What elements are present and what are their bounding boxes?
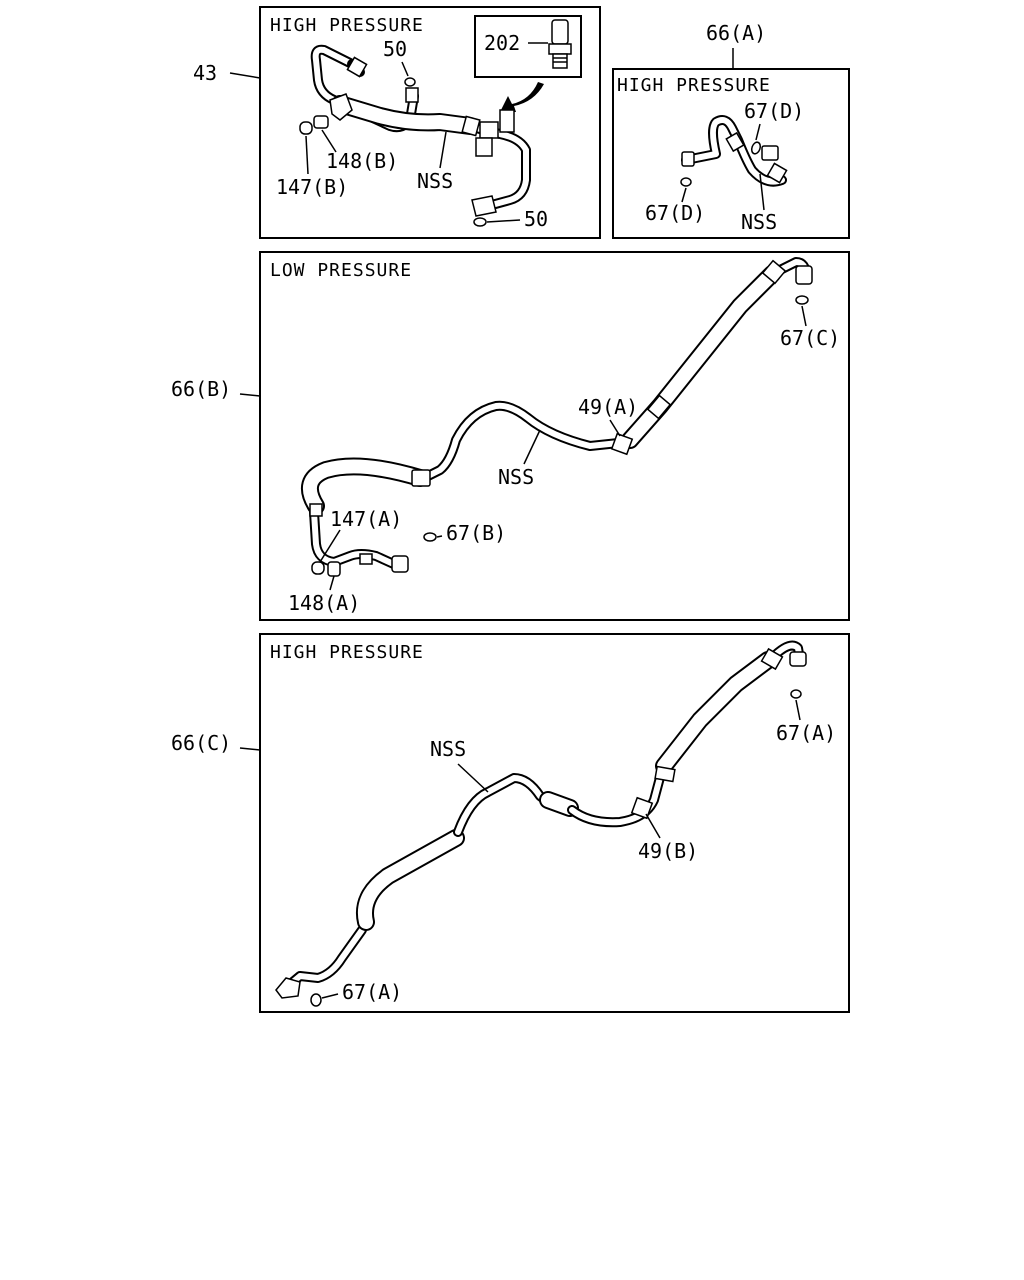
panel-66a-header: HIGH PRESSURE (617, 75, 771, 96)
callout-67d-bottom: 67(D) (645, 201, 705, 225)
nut-148a (327, 561, 341, 577)
callout-67c: 67(C) (780, 326, 840, 350)
callout-67d-top: 67(D) (744, 99, 804, 123)
panel-43-header: HIGH PRESSURE (270, 15, 424, 36)
clamp-49b (630, 796, 654, 820)
cap-147b (299, 121, 313, 135)
callout-nss-66b: NSS (498, 465, 534, 489)
panel-66b-frame (259, 251, 850, 621)
item-43-leader (229, 72, 261, 79)
panel-66a: HIGH PRESSURE 66(A) 67(D) 67(D) NSS (612, 21, 850, 239)
oring-67a-top (790, 689, 802, 699)
callout-148a: 148(A) (288, 591, 360, 615)
cap-147a (311, 561, 325, 575)
callout-49b: 49(B) (638, 839, 698, 863)
clamp-49a (610, 432, 634, 456)
item-66c-label: 66(C) (171, 731, 231, 755)
oring-67b (423, 532, 437, 542)
switch-callout: 202 (484, 31, 520, 55)
panel-43-frame (259, 6, 601, 239)
fitting-block (329, 93, 353, 121)
callout-49a: 49(A) (578, 395, 638, 419)
callout-147a: 147(A) (330, 507, 402, 531)
item-66b-leader (239, 393, 261, 397)
switch-inset-frame (474, 15, 582, 78)
callout-nss-66a: NSS (741, 210, 777, 234)
switch-pointer-arrow (500, 82, 544, 112)
callout-67b: 67(B) (446, 521, 506, 545)
panel-66c-header: HIGH PRESSURE (270, 642, 424, 663)
item-43-label: 43 (193, 61, 217, 85)
oring-67d-top (750, 141, 762, 155)
callout-67a-top: 67(A) (776, 721, 836, 745)
callout-147b: 147(B) (276, 175, 348, 199)
panel-66b: LOW PRESSURE 66(B) 67(C) 49(A) NSS 147(A… (171, 251, 850, 621)
callout-nss-66c: NSS (430, 737, 466, 761)
oring-50-bottom (473, 217, 487, 227)
item-66b-label: 66(B) (171, 377, 231, 401)
oring-67a-bottom (310, 993, 322, 1007)
item-66c-leader (239, 747, 261, 751)
panel-66c-frame (259, 633, 850, 1013)
oring-67d-bottom (680, 177, 692, 187)
panel-66a-frame (612, 68, 850, 239)
callout-148b: 148(B) (326, 149, 398, 173)
item-66a-label: 66(A) (706, 21, 766, 45)
panel-66c: HIGH PRESSURE 66(C) NSS 67(A) 49(B) 67(A… (171, 633, 850, 1013)
callout-nss-43: NSS (417, 169, 453, 193)
callout-50-bottom: 50 (524, 207, 548, 231)
callout-67a-bottom: 67(A) (342, 980, 402, 1004)
oring-67c (795, 295, 809, 305)
panel-43: HIGH PRESSURE 43 202 (193, 6, 601, 239)
callout-50-top: 50 (383, 37, 407, 61)
nut-148b (313, 115, 329, 129)
oring-50-top (404, 77, 416, 87)
pressure-switch-icon (548, 19, 572, 69)
panel-66b-header: LOW PRESSURE (270, 260, 412, 281)
